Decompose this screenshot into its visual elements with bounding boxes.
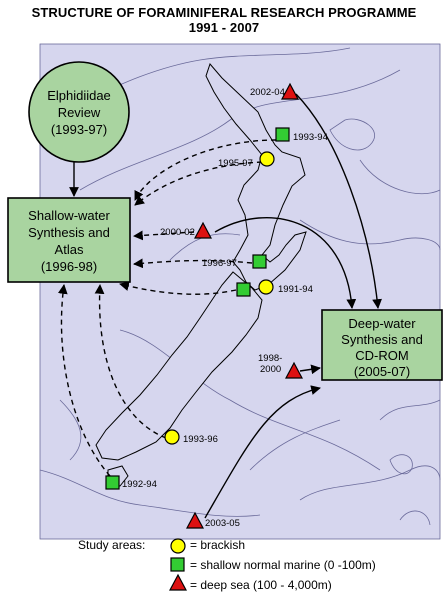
label-2002: 2002-04 xyxy=(250,87,285,98)
elphidiidae-line1: Elphidiidae xyxy=(47,88,111,103)
south-island xyxy=(95,271,263,461)
shallow-site-1996a xyxy=(252,254,267,269)
label-2003: 2003-05 xyxy=(205,518,240,529)
dash-1996b-to-shallow xyxy=(119,281,237,295)
label-1991: 1991-94 xyxy=(278,284,313,295)
arrow-2003-to-deep xyxy=(204,385,321,519)
deep-line1: Deep-water xyxy=(348,316,416,331)
deep-line2: Synthesis and xyxy=(341,332,423,347)
deep-site-2002 xyxy=(281,82,299,100)
brackish-site-1995 xyxy=(259,151,275,167)
deep-line4: (2005-07) xyxy=(354,364,410,379)
label-1996: 1996-97 xyxy=(202,258,237,269)
site-labels: 2002-04 1993-94 1995-97 2000-02 1996-97 … xyxy=(122,87,328,529)
shallow-site-1996b xyxy=(236,282,251,297)
diagram-title: STRUCTURE OF FORAMINIFERAL RESEARCH PROG… xyxy=(31,5,417,20)
label-1993-94: 1993-94 xyxy=(293,132,328,143)
arrow-1998-to-deep xyxy=(299,364,321,375)
shallow-site-1992 xyxy=(105,475,120,490)
label-1998b: 2000 xyxy=(260,364,281,375)
shallow-water-synthesis-box: Shallow-water Synthesis and Atlas (1996-… xyxy=(7,197,131,283)
shallow-line1: Shallow-water xyxy=(28,208,110,223)
legend-brackish: = brackish xyxy=(190,538,246,552)
elphidiidae-review-box: Elphidiidae Review (1993-97) xyxy=(28,61,130,163)
deep-site-2003 xyxy=(186,511,204,529)
study-sites xyxy=(105,82,303,529)
bathymetric-contours xyxy=(39,47,441,526)
label-1998a: 1998- xyxy=(258,353,282,364)
arrow-2002-to-deep xyxy=(295,93,382,309)
legend-deep: = deep sea (100 - 4,000m) xyxy=(190,578,332,592)
legend-shallow: = shallow normal marine (0 -100m) xyxy=(190,558,376,572)
label-1993-96: 1993-96 xyxy=(183,434,218,445)
legend-markers xyxy=(169,538,187,591)
brackish-site-1993-96 xyxy=(164,429,180,445)
shallow-line4: (1996-98) xyxy=(41,259,97,274)
dash-1993-94-to-shallow xyxy=(134,139,277,201)
elphidiidae-line2: Review xyxy=(58,105,101,120)
dashed-arrows xyxy=(57,139,277,477)
arrow-2000-to-deep xyxy=(214,217,357,309)
flow-arrows xyxy=(69,93,382,519)
shallow-line3: Atlas xyxy=(55,242,84,257)
label-1992: 1992-94 xyxy=(122,479,157,490)
legend-square-icon xyxy=(170,557,185,572)
label-1995: 1995-97 xyxy=(218,158,253,169)
legend-title: Study areas: xyxy=(78,538,146,552)
legend-triangle-icon xyxy=(169,573,187,591)
dash-1996-to-shallow xyxy=(133,258,253,269)
shallow-line2: Synthesis and xyxy=(28,225,110,240)
dash-2000-to-shallow xyxy=(133,230,195,241)
diagram-subtitle: 1991 - 2007 xyxy=(188,20,260,35)
elphidiidae-line3: (1993-97) xyxy=(51,122,107,137)
deep-site-1998 xyxy=(285,361,303,379)
brackish-site-1991 xyxy=(258,279,274,295)
legend-circle-icon xyxy=(170,538,186,554)
deep-site-2000 xyxy=(194,221,212,239)
label-2000: 2000-02 xyxy=(160,227,195,238)
dash-1995-to-shallow xyxy=(134,161,263,206)
dash-1992-to-shallow xyxy=(57,284,111,477)
shallow-site-1993-94 xyxy=(275,127,290,142)
deep-line3: CD-ROM xyxy=(355,348,408,363)
deep-water-synthesis-box: Deep-water Synthesis and CD-ROM (2005-07… xyxy=(321,309,443,381)
